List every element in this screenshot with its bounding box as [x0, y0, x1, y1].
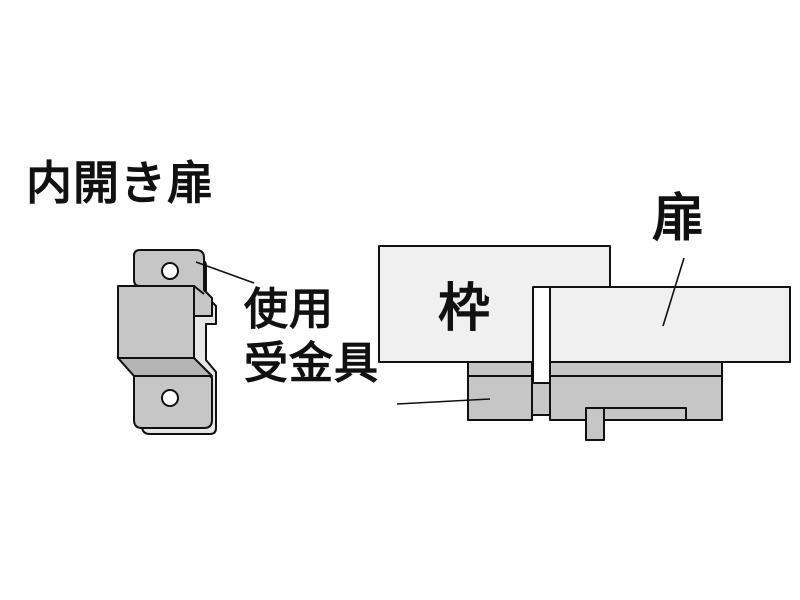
latch-tongue [603, 407, 687, 421]
door-panel [549, 286, 791, 363]
leader-line-installed [396, 398, 491, 405]
leader-line-door [662, 257, 685, 327]
strike-plate-label: 使用 受金具 [244, 288, 379, 386]
gap-connector [531, 382, 551, 416]
strike-plate-installed [467, 361, 533, 421]
diagram-title: 内開き扉 [26, 156, 214, 210]
strike-plate-label-line2: 受金具 [244, 338, 379, 389]
strike-plate-part [117, 249, 217, 435]
leader-line-strike-plate [195, 261, 255, 284]
gap-post [532, 286, 551, 384]
strike-plate-label-line1: 使用 [244, 284, 334, 335]
frame-label: 枠 [438, 279, 491, 339]
door-label: 扉 [652, 189, 705, 249]
latch-bolt [585, 407, 605, 441]
